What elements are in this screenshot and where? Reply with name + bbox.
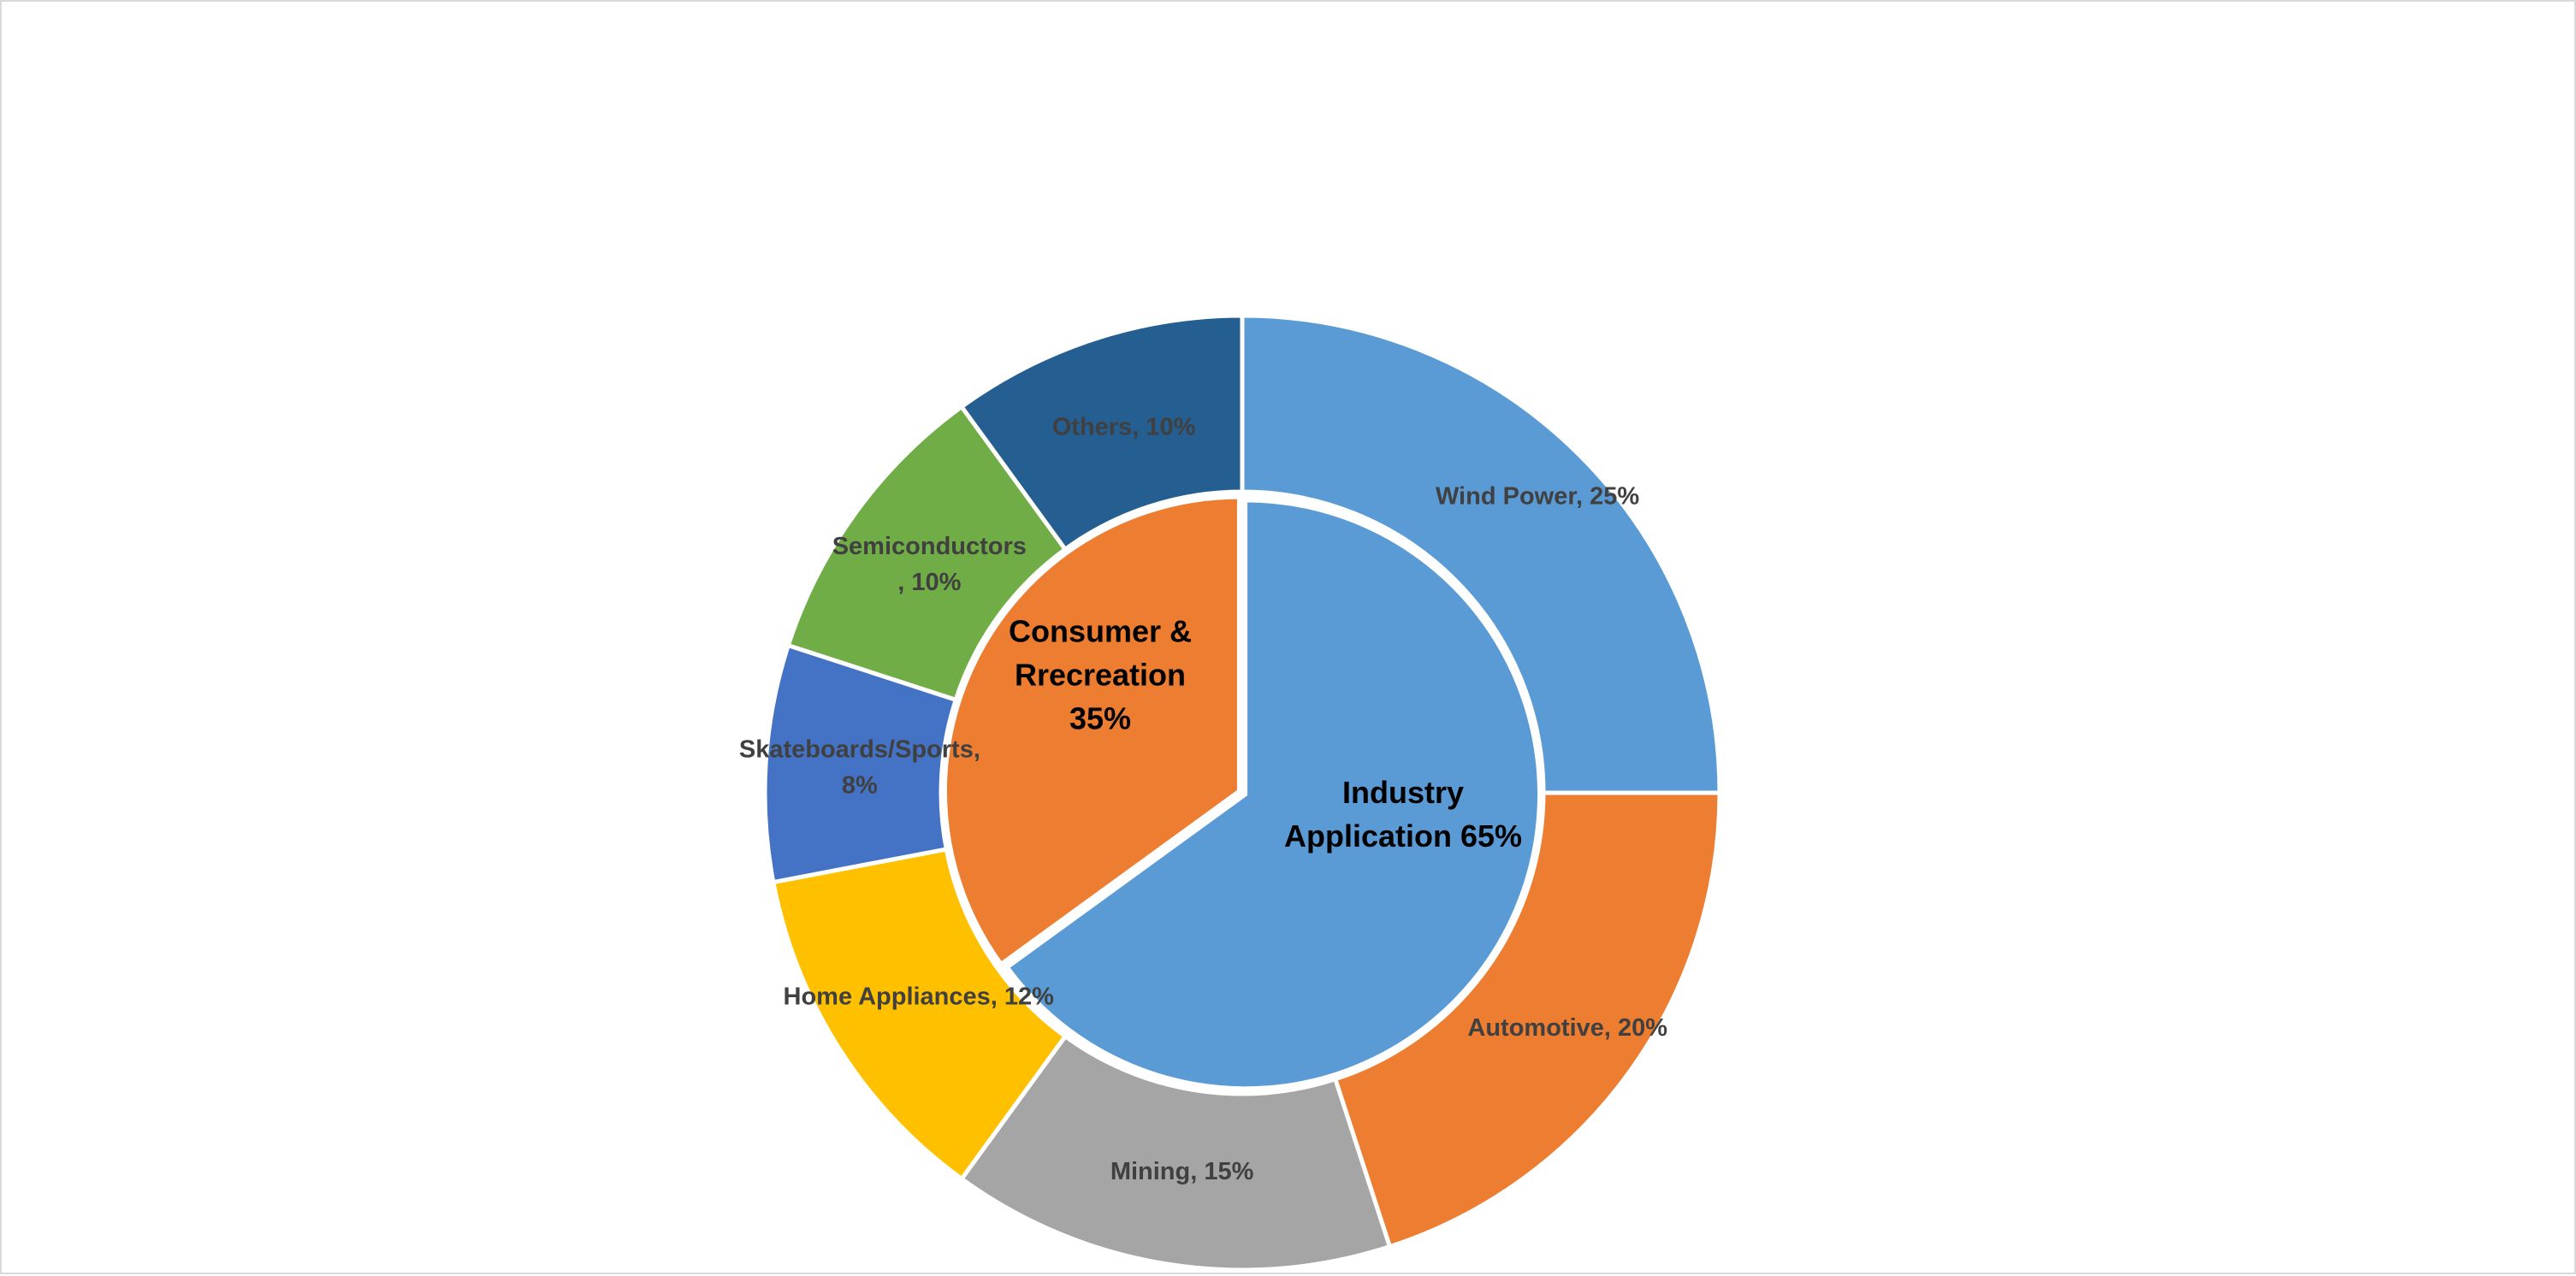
outer-label-skateboards-sports: Skateboards/Sports,8% — [739, 736, 980, 800]
outer-slice-others — [958, 313, 1245, 552]
outer-label-others: Others, 10% — [1052, 414, 1196, 441]
inner-slice-industry-application — [1004, 498, 1543, 1091]
outer-slice-mining — [958, 1033, 1393, 1273]
data-labels: Wind Power, 25% Automotive, 20% Mining, 15… — [739, 414, 1667, 1186]
outer-slice-wind-power — [1240, 313, 1722, 795]
inner-ring — [942, 494, 1543, 1091]
outer-label-mining: Mining, 15% — [1110, 1158, 1254, 1185]
outer-label-wind-power: Wind Power, 25% — [1436, 483, 1639, 511]
outer-label-home-appliances: Home Appliances, 12% — [784, 984, 1055, 1011]
outer-label-automotive: Automotive, 20% — [1467, 1014, 1667, 1042]
outer-slice-automotive — [1332, 790, 1722, 1249]
outer-label-semiconductors: Semiconductors, 10% — [832, 533, 1027, 596]
outer-slice-home-appliances — [770, 847, 1069, 1182]
outer-ring — [762, 313, 1722, 1273]
inner-slice-consumer-rrecreation — [942, 494, 1241, 967]
